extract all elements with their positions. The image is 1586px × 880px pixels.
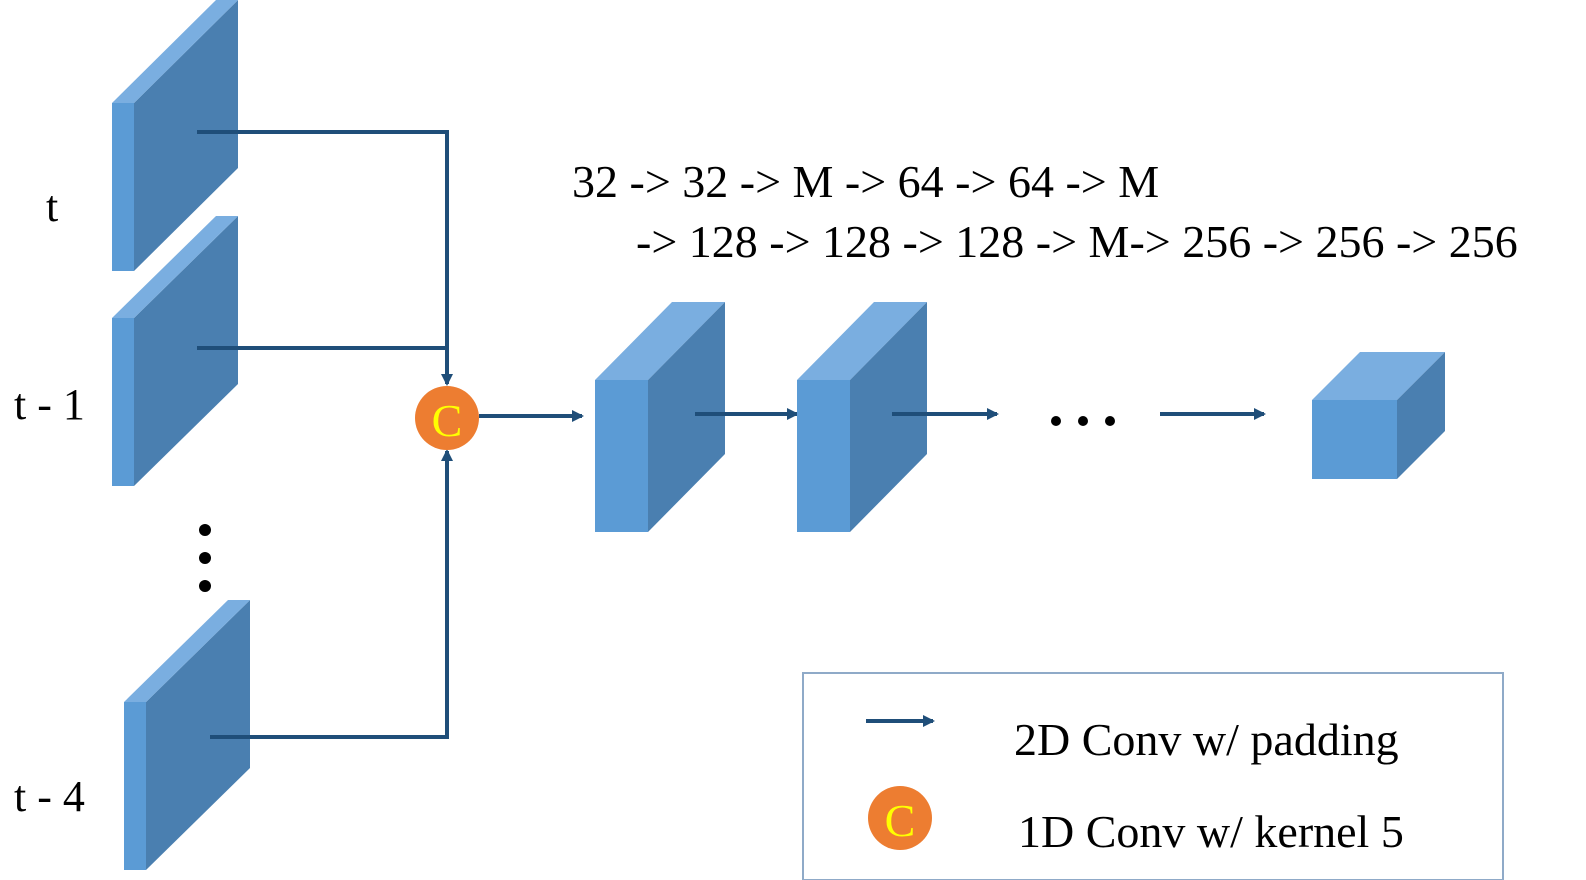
conv-block-1 <box>595 302 725 532</box>
legend-circle-symbol: C <box>885 795 916 846</box>
conv-block-2 <box>797 302 927 532</box>
final-block-top <box>1312 352 1445 400</box>
conv-block-1-top <box>595 302 725 380</box>
horizontal-dot-3 <box>1105 416 1115 426</box>
frame-t-minus-4-side <box>146 600 250 870</box>
layer-sequence-line-2: -> 128 -> 128 -> 128 -> M-> 256 -> 256 -… <box>636 216 1518 267</box>
horizontal-dot-2 <box>1078 416 1088 426</box>
conv-block-2-side <box>850 302 927 532</box>
concat-circle <box>415 386 479 450</box>
final-block-side <box>1397 352 1445 479</box>
connector-t <box>197 130 453 386</box>
legend-circle-label: 1D Conv w/ kernel 5 <box>1018 806 1404 857</box>
legend-arrow-label: 2D Conv w/ padding <box>1014 714 1399 765</box>
frame-t-edge <box>112 0 238 103</box>
legend-circle-icon <box>868 786 932 850</box>
horizontal-dot-1 <box>1051 416 1061 426</box>
frame-t-minus-4-slab <box>124 600 250 870</box>
legend-box <box>802 672 1504 880</box>
frame-t-slab <box>112 0 238 271</box>
vertical-dot-1 <box>199 524 211 536</box>
frame-t-minus-4-edge <box>124 600 250 702</box>
frame-label-t-minus-1: t - 1 <box>14 380 85 429</box>
vertical-dot-2 <box>199 552 211 564</box>
frame-t-side <box>134 0 238 271</box>
conv-block-1-front <box>595 380 648 532</box>
conv-block-2-top <box>797 302 927 380</box>
frame-t-front <box>112 103 134 271</box>
frame-t-minus-4-front <box>124 702 146 870</box>
conv-block-1-side <box>648 302 725 532</box>
concat-symbol: C <box>432 395 463 446</box>
conv-block-2-front <box>797 380 850 532</box>
final-block-front <box>1312 400 1397 479</box>
layer-sequence-line-1: 32 -> 32 -> M -> 64 -> 64 -> M <box>572 156 1160 207</box>
final-block <box>1312 352 1445 479</box>
connector-t-minus-4 <box>210 449 453 739</box>
frame-t-minus-1-slab <box>112 216 238 486</box>
frame-t-minus-1-front <box>112 318 134 486</box>
frame-label-t-minus-4: t - 4 <box>14 772 85 821</box>
frame-t-minus-1-edge <box>112 216 238 318</box>
frame-t-minus-1-side <box>134 216 238 486</box>
vertical-dot-3 <box>199 580 211 592</box>
frame-label-t: t <box>46 182 59 231</box>
